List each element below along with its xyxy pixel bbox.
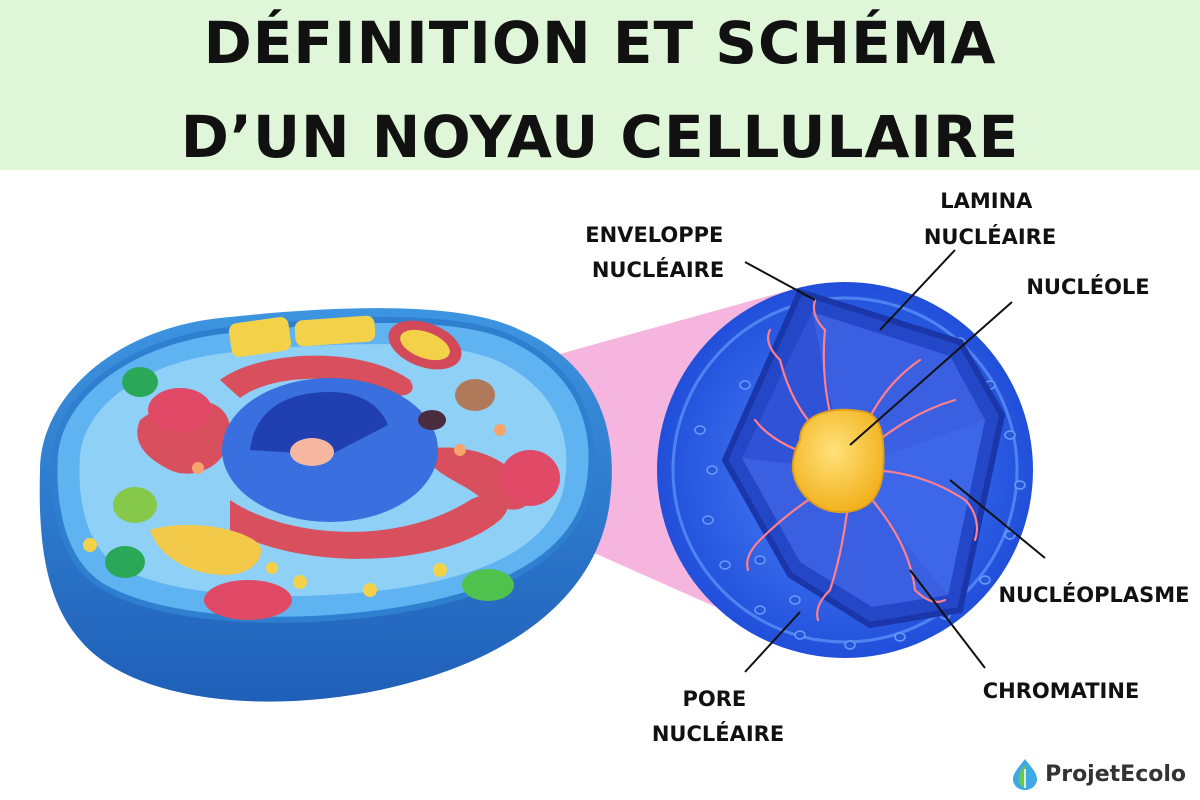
nucleolus [793,410,884,512]
label-nucleole: NUCLÉOLE [1026,274,1149,299]
label-lamina: LAMINA NUCLÉAIRE [924,189,1056,249]
brand-logo: ProjetEcolo [1011,756,1186,792]
animal-cell-illustration [40,308,612,701]
label-enveloppe: ENVELOPPE NUCLÉAIRE [585,223,730,282]
label-pore: PORE NUCLÉAIRE [652,687,784,746]
label-nucleoplasme: NUCLÉOPLASME [998,582,1189,607]
brand-name: ProjetEcolo [1045,762,1186,787]
leaf-drop-icon [1011,757,1039,791]
label-chromatine: CHROMATINE [983,679,1140,703]
nucleus-cutaway [657,282,1033,658]
